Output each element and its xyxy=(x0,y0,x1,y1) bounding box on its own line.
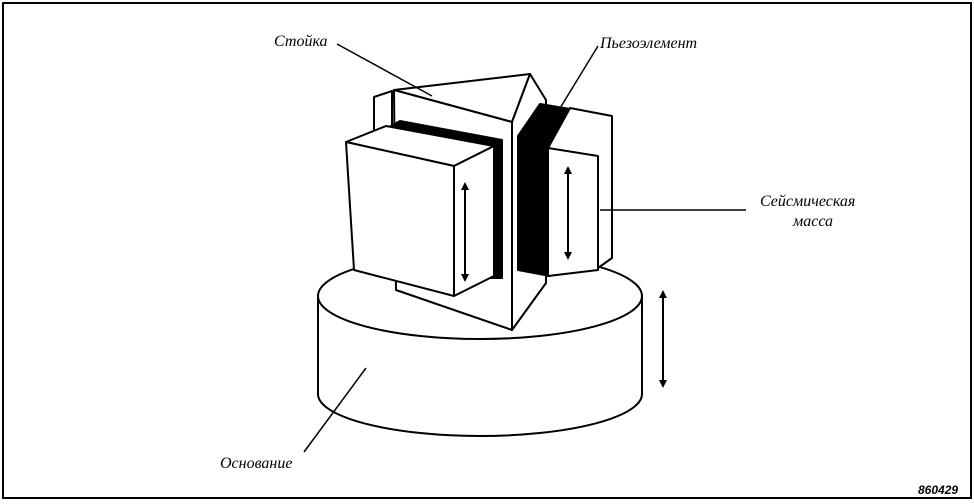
left-seismic-mass xyxy=(345,141,455,297)
figure-code: 860429 xyxy=(918,483,958,497)
base-leader xyxy=(303,367,367,453)
leader-lines xyxy=(303,43,746,453)
seismic-mass-label-line2: масса xyxy=(792,213,833,230)
piezo-leader xyxy=(553,45,599,119)
right-seismic-mass xyxy=(547,147,599,277)
left-sensor-stack xyxy=(345,120,503,297)
piezo-label: Пьезоэлемент xyxy=(599,35,697,52)
stand-label: Стойка xyxy=(274,33,328,50)
right-sensor-stack xyxy=(517,103,613,277)
base-label: Основание xyxy=(220,455,292,472)
stand-leader xyxy=(336,43,433,97)
seismic-mass-label-line1: Сейсмическая xyxy=(760,193,855,210)
